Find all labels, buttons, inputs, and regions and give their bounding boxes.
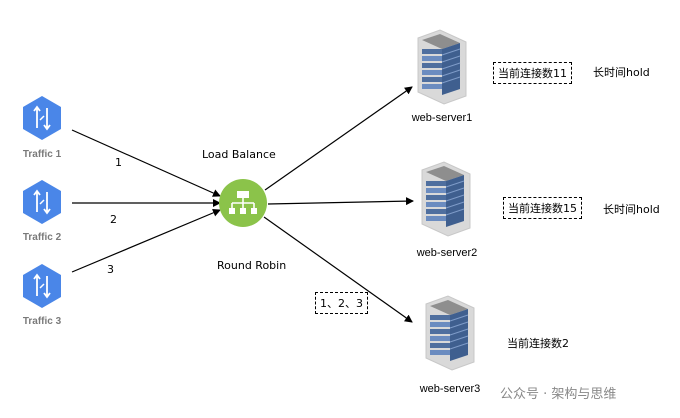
traffic-1-label: Traffic 1: [22, 149, 62, 160]
traffic-1-number: 1: [115, 156, 122, 169]
web-server-1-label: web-server1: [411, 112, 473, 124]
traffic-1-arrow: [71, 129, 221, 197]
traffic-2-icon: [22, 179, 62, 225]
server-3-connection-count: 当前连接数2: [507, 337, 569, 350]
web-server-2-icon: [421, 161, 471, 237]
traffic-3-icon: [22, 263, 62, 309]
web-server-2-label: web-server2: [416, 247, 478, 259]
server-2-connection-count: 当前连接数15: [503, 197, 582, 219]
server-3-arrow: [263, 216, 413, 323]
web-server-3-label: web-server3: [419, 383, 481, 395]
server-2-hold-note: 长时间hold: [603, 203, 660, 216]
traffic-3-label: Traffic 3: [22, 316, 62, 327]
load-balance-label: Load Balance: [202, 148, 276, 161]
server-1-hold-note: 长时间hold: [593, 66, 650, 79]
web-server-3-icon: [425, 295, 475, 371]
traffic-1-icon: [22, 95, 62, 141]
traffic-3-arrow: [71, 209, 221, 273]
traffic-2-number: 2: [110, 213, 117, 226]
server-2-arrow: [267, 197, 414, 206]
load-balancer-icon: [219, 179, 267, 227]
round-robin-label: Round Robin: [217, 259, 287, 272]
route-order-note: 1、2、3: [315, 292, 368, 314]
web-server-1-icon: [417, 29, 467, 105]
watermark-text: 公众号 · 架构与思维: [500, 387, 617, 402]
server-1-arrow: [264, 86, 413, 191]
server-1-connection-count: 当前连接数11: [493, 62, 572, 84]
traffic-3-number: 3: [107, 263, 114, 276]
traffic-2-label: Traffic 2: [22, 232, 62, 243]
